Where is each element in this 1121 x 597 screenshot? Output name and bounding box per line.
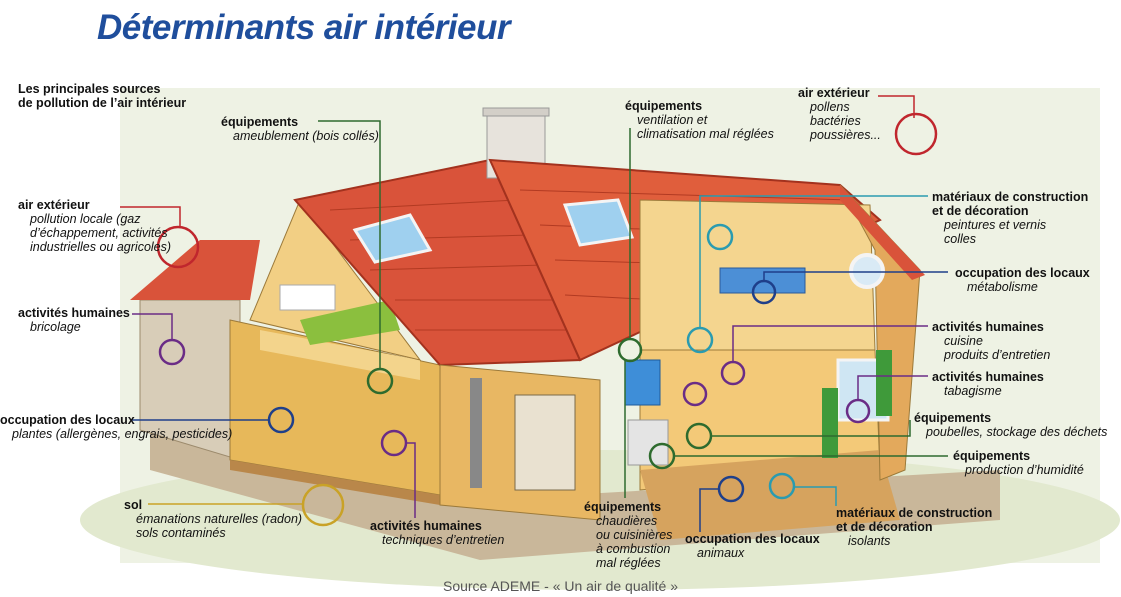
label-equipment-ventilation: équipements ventilation et climatisation… — [625, 99, 774, 141]
label-equipment-boilers: équipements chaudières ou cuisinières à … — [584, 500, 673, 570]
marker-air-right — [894, 112, 938, 156]
leader-diy — [132, 313, 173, 340]
marker-plants — [267, 406, 295, 434]
leader-insulation — [795, 486, 837, 506]
label-occupation-plants: occupation des locaux plantes (allergène… — [0, 413, 233, 441]
marker-soil — [301, 483, 345, 527]
leader-cooking — [732, 325, 928, 362]
leader-materials-top — [699, 195, 928, 328]
leader-air-left — [120, 206, 181, 228]
marker-air-left — [156, 225, 200, 269]
bathtub — [279, 284, 336, 311]
source-caption: Source ADEME - « Un air de qualité » — [442, 578, 678, 594]
marker-diy — [158, 338, 186, 366]
marker-cooking-b — [682, 381, 708, 407]
label-activity-smoking: activités humaines tabagisme — [932, 370, 1044, 398]
marker-insulation — [768, 472, 796, 500]
leader-smoking — [857, 375, 928, 400]
front-door — [514, 394, 576, 491]
marker-materials-top-a — [706, 223, 734, 251]
skylight-left — [352, 213, 433, 264]
label-materials-paints: matériaux de construction et de décorati… — [932, 190, 1089, 246]
label-outdoor-air-right: air extérieur pollens bactéries poussièr… — [798, 86, 881, 142]
leader-cleaning — [405, 442, 416, 518]
marker-waste — [685, 422, 713, 450]
living-floor — [230, 460, 440, 505]
round-window — [849, 253, 885, 289]
attic-rug — [300, 300, 400, 345]
marker-cooking-a — [720, 360, 746, 386]
marker-ventilation — [617, 337, 643, 363]
label-activity-cleaning: activités humaines techniques d’entretie… — [370, 519, 505, 547]
label-outdoor-air-left: air extérieur pollution locale (gaz d’éc… — [18, 198, 172, 254]
marker-humidity — [648, 442, 676, 470]
label-equipment-waste: équipements poubelles, stockage des déch… — [914, 411, 1108, 439]
leader-waste — [712, 420, 911, 437]
stove — [627, 419, 669, 466]
label-activity-cooking: activités humaines cuisine produits d’en… — [932, 320, 1051, 362]
page-title: Déterminants air intérieur — [97, 8, 510, 47]
skylight-main — [562, 198, 635, 247]
annex-roof — [130, 240, 260, 300]
label-equipment-humidity: équipements production d’humidité — [953, 449, 1084, 477]
marker-pets — [717, 475, 745, 503]
marker-cleaning — [380, 429, 408, 457]
label-occupation-metabolism: occupation des locaux métabolisme — [955, 266, 1090, 294]
leader-pets — [699, 488, 718, 532]
shutter-right — [876, 350, 892, 416]
right-roof-edge — [840, 185, 925, 280]
marker-materials-top-b — [686, 326, 714, 354]
kitchen-floor — [640, 450, 900, 540]
leader-furniture — [318, 120, 381, 368]
shutter-left — [822, 388, 838, 458]
leader-metabolism — [763, 271, 948, 280]
marker-furniture — [366, 367, 394, 395]
label-activity-diy: activités humaines bricolage — [18, 306, 130, 334]
intro-heading: Les principales sources de pollution de … — [18, 82, 187, 110]
label-materials-insulation: matériaux de construction et de décorati… — [836, 506, 993, 548]
label-equipment-furniture: équipements ameublement (bois collés) — [221, 115, 379, 143]
label-occupation-pets: occupation des locaux animaux — [685, 532, 820, 560]
marker-smoking — [845, 398, 871, 424]
boiler — [624, 359, 661, 406]
label-soil: sol émanations naturelles (radon) sols c… — [124, 498, 303, 540]
drainpipe — [470, 378, 482, 488]
marker-metabolism — [751, 279, 777, 305]
leader-air-right — [878, 95, 915, 118]
